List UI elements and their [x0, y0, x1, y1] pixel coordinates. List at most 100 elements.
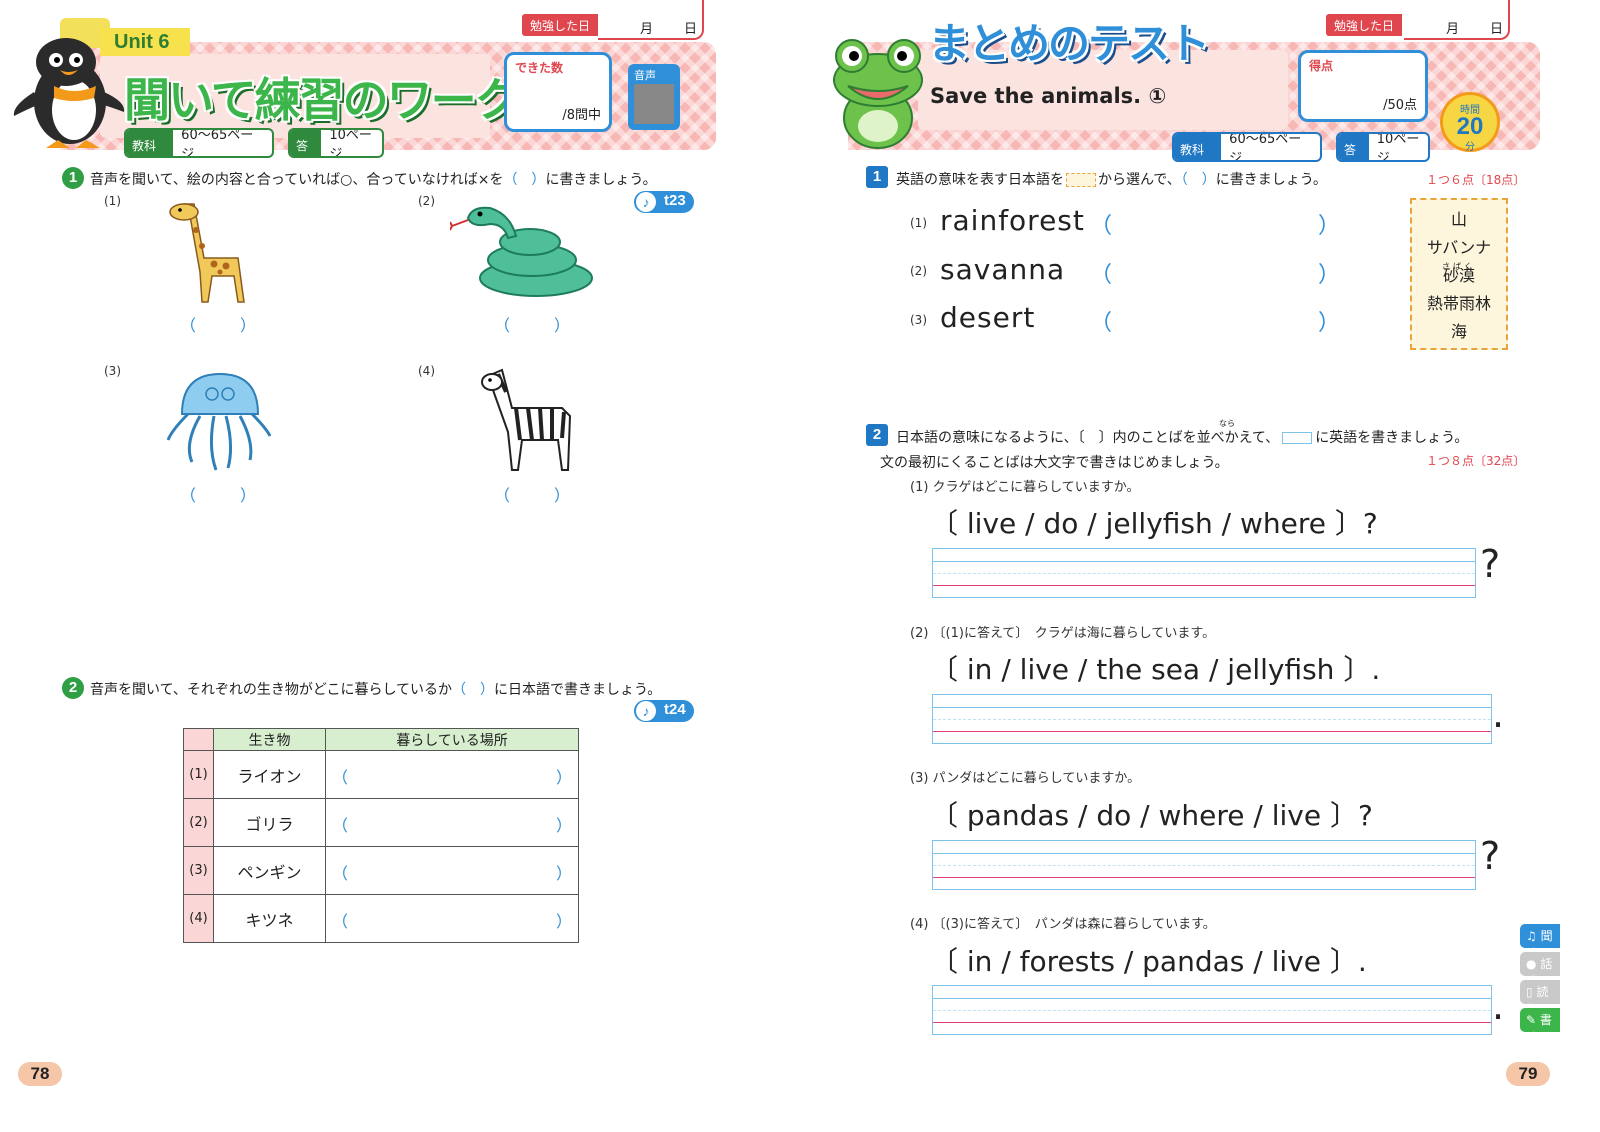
paren-open: （ [494, 316, 511, 335]
rq2-item-3-line[interactable] [932, 840, 1476, 890]
qr-code-icon[interactable] [634, 84, 674, 124]
choice-item-wrap: さばく 砂漠 [1412, 262, 1506, 290]
time-value: 20 [1456, 113, 1484, 140]
row-answer[interactable]: （） [325, 894, 579, 943]
q1-answer-3[interactable]: （） [180, 482, 256, 506]
rq1-item-1-num: (1) [910, 216, 927, 230]
textbook-pages: 60～65ページ [181, 128, 254, 158]
paren-open: （ [180, 316, 197, 335]
timer-icon: 時間 20 分 [1440, 92, 1500, 153]
rq1-item-3-num: (3) [910, 313, 927, 327]
paren-close: ） [555, 864, 572, 883]
paren-close: ） [555, 912, 572, 931]
choice-item: 砂漠 [1442, 266, 1475, 285]
rq2-item-2-end: . [1492, 692, 1505, 736]
track-t24[interactable]: ♪t24 [634, 700, 694, 722]
paren-open: （ [494, 486, 511, 505]
rq1-answer-1[interactable]: （） [1090, 208, 1340, 240]
q2-number: 2 [62, 677, 84, 699]
month-label: 月 [1446, 22, 1460, 37]
frog-icon [833, 39, 923, 149]
rq1-word-1: rainforest [940, 204, 1085, 237]
score-label: 得点 [1309, 59, 1334, 73]
rq2-item-4-line[interactable] [932, 985, 1492, 1035]
ruby-nara: なら [1219, 419, 1235, 428]
rq2-item-1-words: 〔 live / do / jellyfish / where 〕? [930, 507, 1378, 540]
paren-open: （ [332, 816, 349, 835]
date-box-right: 月 日 [1404, 0, 1510, 40]
rq1-text-b: から選んで、 [1098, 172, 1181, 188]
table-header-creature: 生き物 [213, 728, 326, 751]
rq2-text-a: 日本語の意味になるように、〔 〕内のことばを並べかえて、 [896, 430, 1280, 446]
table-header-place: 暮らしている場所 [325, 728, 579, 751]
rq1-instruction: 英語の意味を表す日本語をから選んで、（ ）に書きましょう。 [896, 169, 1327, 189]
rq2-text-b: に英語を書きましょう。 [1315, 430, 1469, 446]
q1-answer-2[interactable]: （） [494, 312, 570, 336]
paren-close: ） [554, 486, 571, 505]
row-number: (1) [183, 750, 214, 799]
textbook-tag: 教科書 60～65ページ [124, 128, 274, 158]
paren-close: ） [555, 768, 572, 787]
rq2-item-1-line[interactable] [932, 548, 1476, 598]
rq2-item-2-line[interactable] [932, 694, 1492, 744]
paren-close: ） [1318, 311, 1341, 336]
score-box-right: 得点 /50点 [1298, 50, 1428, 122]
track-t23[interactable]: ♪t23 [634, 191, 694, 213]
q2-paren: （ ） [452, 682, 495, 698]
choice-box-icon [1066, 173, 1096, 187]
rq1-answer-3[interactable]: （） [1090, 305, 1340, 337]
rq2-item-4-end: . [1492, 984, 1505, 1028]
score-box: できた数 /8問中 [504, 52, 612, 132]
paren-close: ） [1318, 263, 1341, 288]
rq1-word-3: desert [940, 301, 1036, 334]
q1-answer-1[interactable]: （） [180, 312, 256, 336]
q1-instruction: 音声を聞いて、絵の内容と合っていれば○、合っていなければ×を（ ）に書きましょう… [90, 169, 657, 189]
day-label: 日 [1490, 22, 1504, 37]
side-tab-listen[interactable]: ♫ 聞く [1520, 924, 1560, 960]
table-header-row: 生き物 暮らしている場所 [183, 728, 579, 751]
rq2-points: １つ８点〔32点〕 [1426, 454, 1526, 468]
table-row: (4) キツネ （） [183, 894, 579, 943]
rq2-item-1-end: ? [1480, 542, 1501, 586]
time-label: 時間 [1460, 105, 1480, 116]
row-answer[interactable]: （） [325, 750, 579, 799]
rq2-item-4-words: 〔 in / forests / pandas / live 〕. [930, 945, 1367, 978]
table-header-blank [183, 728, 214, 751]
rq1-text-c: に書きましょう。 [1215, 172, 1327, 188]
row-answer[interactable]: （） [325, 846, 579, 895]
word-choice-box: 山 サバンナ さばく 砂漠 熱帯雨林 海 [1410, 198, 1508, 350]
time-unit: 分 [1465, 142, 1475, 153]
row-answer[interactable]: （） [325, 798, 579, 847]
rq2-item-3-end: ? [1480, 834, 1501, 878]
rq1-answer-2[interactable]: （） [1090, 257, 1340, 289]
q1-answer-4[interactable]: （） [494, 482, 570, 506]
q1-item-1-label: (1) [104, 194, 121, 208]
answer-label: 答え [1338, 134, 1369, 160]
q1-text-a: 音声を聞いて、絵の内容と合っていれば○、合っていなければ×を [90, 172, 504, 188]
row-number: (4) [183, 894, 214, 943]
zebra-icon [481, 368, 572, 471]
paren-open: （ [332, 912, 349, 931]
left-page: Unit 6 聞いて練習のワーク 教科書 60～65ページ 答え 10ページ 勉… [13, 0, 716, 1086]
audio-box[interactable]: 音声 [628, 64, 680, 130]
microphone-icon: ● [1526, 957, 1537, 971]
track-label: t23 [664, 192, 686, 209]
table-row: (3) ペンギン （） [183, 846, 579, 895]
answer-tag: 答え 10ページ [288, 128, 384, 158]
side-tab-write[interactable]: ✎ 書く [1520, 1008, 1560, 1044]
page-number-left: 78 [18, 1062, 62, 1086]
studied-date-label-right: 勉強した日 [1326, 14, 1403, 36]
rq1-number: 1 [866, 166, 888, 188]
side-tab-speak[interactable]: ● 話す [1520, 952, 1560, 988]
rq2-item-1-jp: (1) クラゲはどこに暮らしていますか。 [910, 480, 1140, 495]
rq2-instruction-line2: 文の最初にくることばは大文字で書きはじめましょう。 [880, 455, 1229, 471]
side-tab-read[interactable]: ▯ 読む [1520, 980, 1560, 1016]
paren-open: （ [1090, 214, 1113, 239]
rq2-item-3-words: 〔 pandas / do / where / live 〕? [930, 799, 1373, 832]
q1-item-2-label: (2) [418, 194, 435, 208]
rq1-word-2: savanna [940, 253, 1066, 286]
choice-item: 熱帯雨林 [1426, 294, 1491, 313]
music-note-icon: ♪ [636, 701, 656, 721]
textbook-label: 教科書 [126, 130, 174, 156]
headphones-icon: ♫ [1526, 929, 1537, 943]
